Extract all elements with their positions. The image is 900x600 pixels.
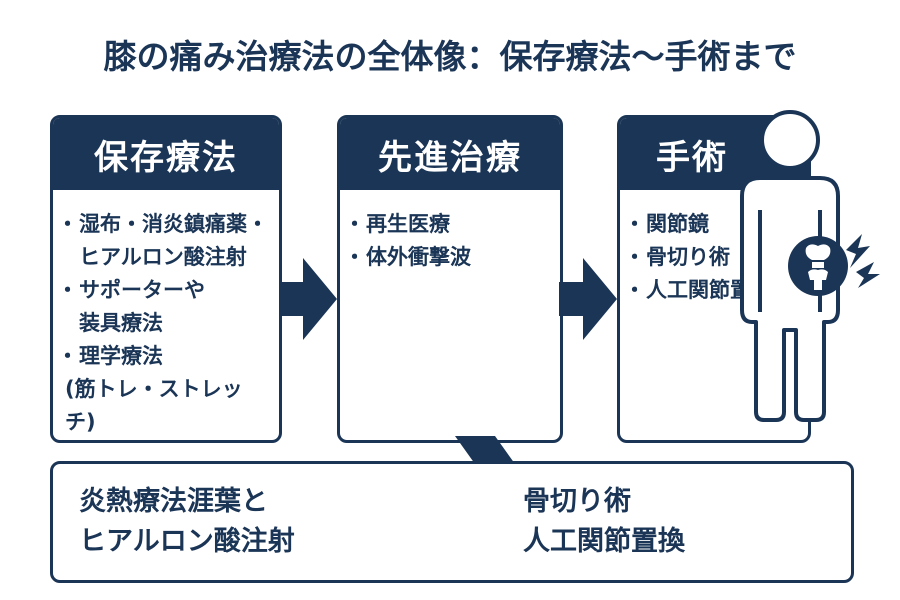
list-item-line: サポーターや <box>79 278 205 302</box>
list-item: 湿布・消炎鎮痛薬・ ヒアルロン酸注射 <box>57 208 269 274</box>
list-item-line: 装具療法 <box>79 311 163 335</box>
lightning-pain-icon <box>846 234 880 288</box>
stage-heading: 先進治療 <box>340 118 560 190</box>
stage-item-list: 湿布・消炎鎮痛薬・ ヒアルロン酸注射 サポーターや 装具療法 理学療法 (筋トレ… <box>53 190 279 439</box>
summary-left: 炎熱療法涯葉と ヒアルロン酸注射 <box>79 482 295 562</box>
list-item: サポーターや 装具療法 <box>57 274 269 340</box>
list-item: 理学療法 (筋トレ・ストレッチ) <box>57 340 269 439</box>
stage-heading: 保存療法 <box>53 118 279 190</box>
summary-line: 骨切り術 <box>523 486 631 517</box>
summary-line: ヒアルロン酸注射 <box>79 526 295 557</box>
summary-right: 骨切り術 人工関節置換 <box>523 482 685 562</box>
list-item: 体外衝撃波 <box>344 241 550 274</box>
list-item-line: 湿布・消炎鎮痛薬・ <box>79 212 268 236</box>
stage-item-list: 再生医療 体外衝撃波 <box>340 190 560 274</box>
right-arrow-icon <box>279 258 337 340</box>
page-title: 膝の痛み治療法の全体像：保存療法〜手術まで <box>103 37 797 76</box>
connector-shape <box>455 436 515 464</box>
list-item: 骨切り術 <box>624 241 798 274</box>
summary-line: 人工関節置換 <box>523 526 685 557</box>
list-item-line: 再生医療 <box>366 212 450 236</box>
right-arrow-icon <box>559 258 617 340</box>
list-item: 再生医療 <box>344 208 550 241</box>
human-figure-icon <box>740 110 880 422</box>
stage-box-advanced: 先進治療 再生医療 体外衝撃波 <box>337 115 563 443</box>
list-item: 関節鏡 <box>624 208 798 241</box>
list-item-line: 骨切り術 <box>646 245 730 269</box>
list-item-line: ヒアルロン酸注射 <box>79 245 247 269</box>
list-item-line: (筋トレ・ストレッチ) <box>65 377 243 434</box>
summary-line: 炎熱療法涯葉と <box>79 486 268 517</box>
list-item-line: 関節鏡 <box>646 212 709 236</box>
stage-item-list: 関節鏡 骨切り術 人工関節置換 <box>620 190 808 307</box>
stage-box-conservative: 保存療法 湿布・消炎鎮痛薬・ ヒアルロン酸注射 サポーターや 装具療法 理学療法… <box>50 115 282 443</box>
list-item-line: 理学療法 <box>79 344 163 368</box>
knee-joint-icon <box>788 236 848 296</box>
list-item-line: 体外衝撃波 <box>366 245 471 269</box>
summary-box: 炎熱療法涯葉と ヒアルロン酸注射 骨切り術 人工関節置換 <box>50 461 854 583</box>
